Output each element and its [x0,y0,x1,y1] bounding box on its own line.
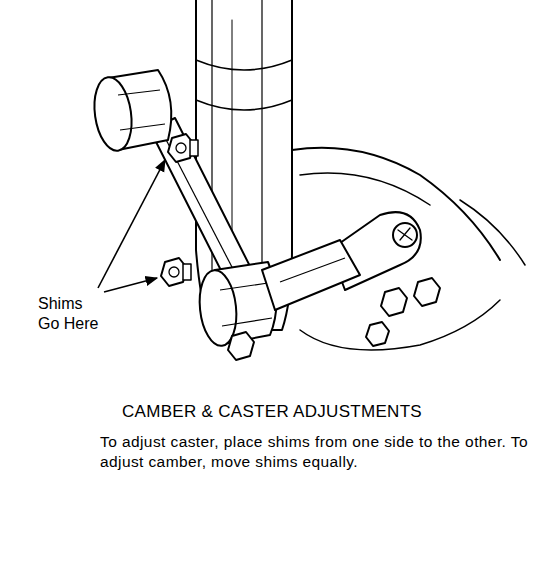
illustration-stroke [262,240,360,310]
illustration-stroke [280,258,345,282]
part-label: Shims Go Here [36,293,106,335]
illustration-stroke [98,160,165,288]
illustration-stroke [414,278,440,306]
illustration-stroke [118,90,165,130]
illustration-stroke [169,267,179,277]
nuts-and-shims [161,134,440,360]
illustration-stroke [381,288,407,316]
illustration-stroke [460,200,525,265]
illustration-stroke [190,140,198,156]
illustration-stroke [228,332,254,360]
caption-text: To adjust caster, place shims from one s… [100,432,528,472]
illustration-stroke [393,223,417,247]
illustration-stroke [90,75,136,153]
illustration-stroke [196,100,292,110]
illustration-stroke [292,148,500,260]
illustration-stroke [398,228,412,240]
upper-control-arm [90,70,360,348]
leader-arrows [98,160,165,292]
illustration-stroke [176,143,186,153]
illustration-stroke [196,60,292,70]
strut-assembly [196,0,525,350]
illustration-stroke [183,264,191,280]
title-text: CAMBER & CASTER ADJUSTMENTS [0,402,544,422]
illustration-stroke [104,278,157,292]
illustration-stroke [300,173,430,205]
illustration-stroke [366,322,389,346]
illustration-stroke [220,283,272,326]
